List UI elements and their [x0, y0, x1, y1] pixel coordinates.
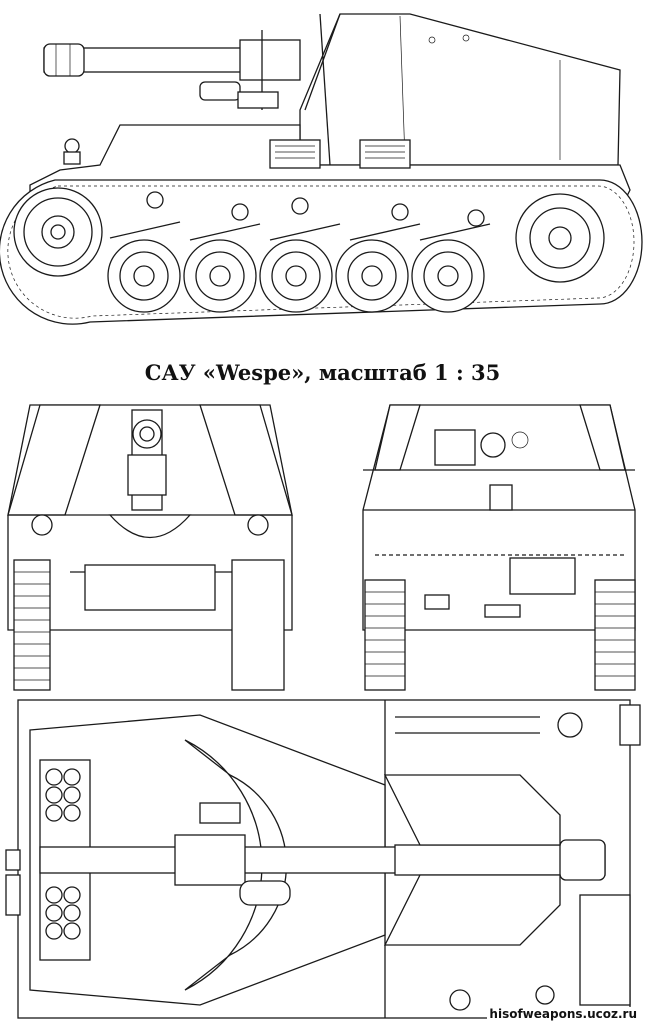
top-gun-barrel	[39, 834, 606, 886]
rear-right-track	[594, 579, 636, 691]
side-view-drawing	[0, 0, 645, 340]
superstructure	[299, 13, 621, 166]
rear-view-drawing	[355, 400, 645, 695]
rear-left-track	[364, 579, 406, 691]
front-left-track	[13, 559, 51, 691]
gun-barrel	[43, 30, 301, 110]
idler-wheel	[515, 193, 605, 283]
return-rollers	[109, 191, 491, 241]
drawing-caption: САУ «Wespe», масштаб 1 : 35	[144, 360, 501, 385]
top-view-drawing	[0, 695, 645, 1024]
ammo-racks	[45, 768, 81, 940]
front-view-drawing	[0, 400, 300, 695]
road-wheels	[107, 239, 485, 313]
watermark-text: hisofweapons.ucoz.ru	[487, 1007, 639, 1021]
drive-sprocket	[13, 187, 103, 277]
